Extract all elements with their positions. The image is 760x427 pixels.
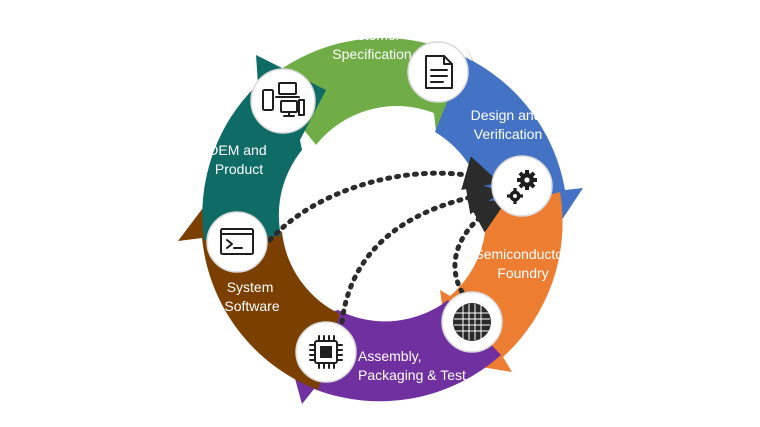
stage-labels: Customer Specification Design and Verifi… bbox=[207, 27, 571, 383]
wafer-icon bbox=[441, 291, 503, 353]
label-customer-specification: Customer Specification bbox=[332, 27, 411, 62]
label-system-software: System Software bbox=[224, 279, 279, 314]
document-icon bbox=[407, 41, 469, 103]
feedback-arrows bbox=[267, 156, 507, 325]
label-oem-product: OEM and Product bbox=[207, 142, 270, 177]
feedback-arrow-assembly bbox=[339, 179, 502, 325]
gears-icon bbox=[491, 155, 553, 217]
label-semiconductor-foundry: Semiconductor Foundry bbox=[474, 246, 571, 281]
chip-icon bbox=[295, 321, 357, 383]
feedback-arrow-foundry bbox=[452, 200, 507, 295]
label-design-verification: Design and Verification bbox=[471, 107, 546, 142]
terminal-icon bbox=[206, 211, 268, 273]
feedback-arrow-system-software bbox=[267, 156, 500, 243]
label-assembly-packaging-test: Assembly, Packaging & Test bbox=[358, 348, 466, 383]
devices-icon bbox=[250, 68, 316, 134]
